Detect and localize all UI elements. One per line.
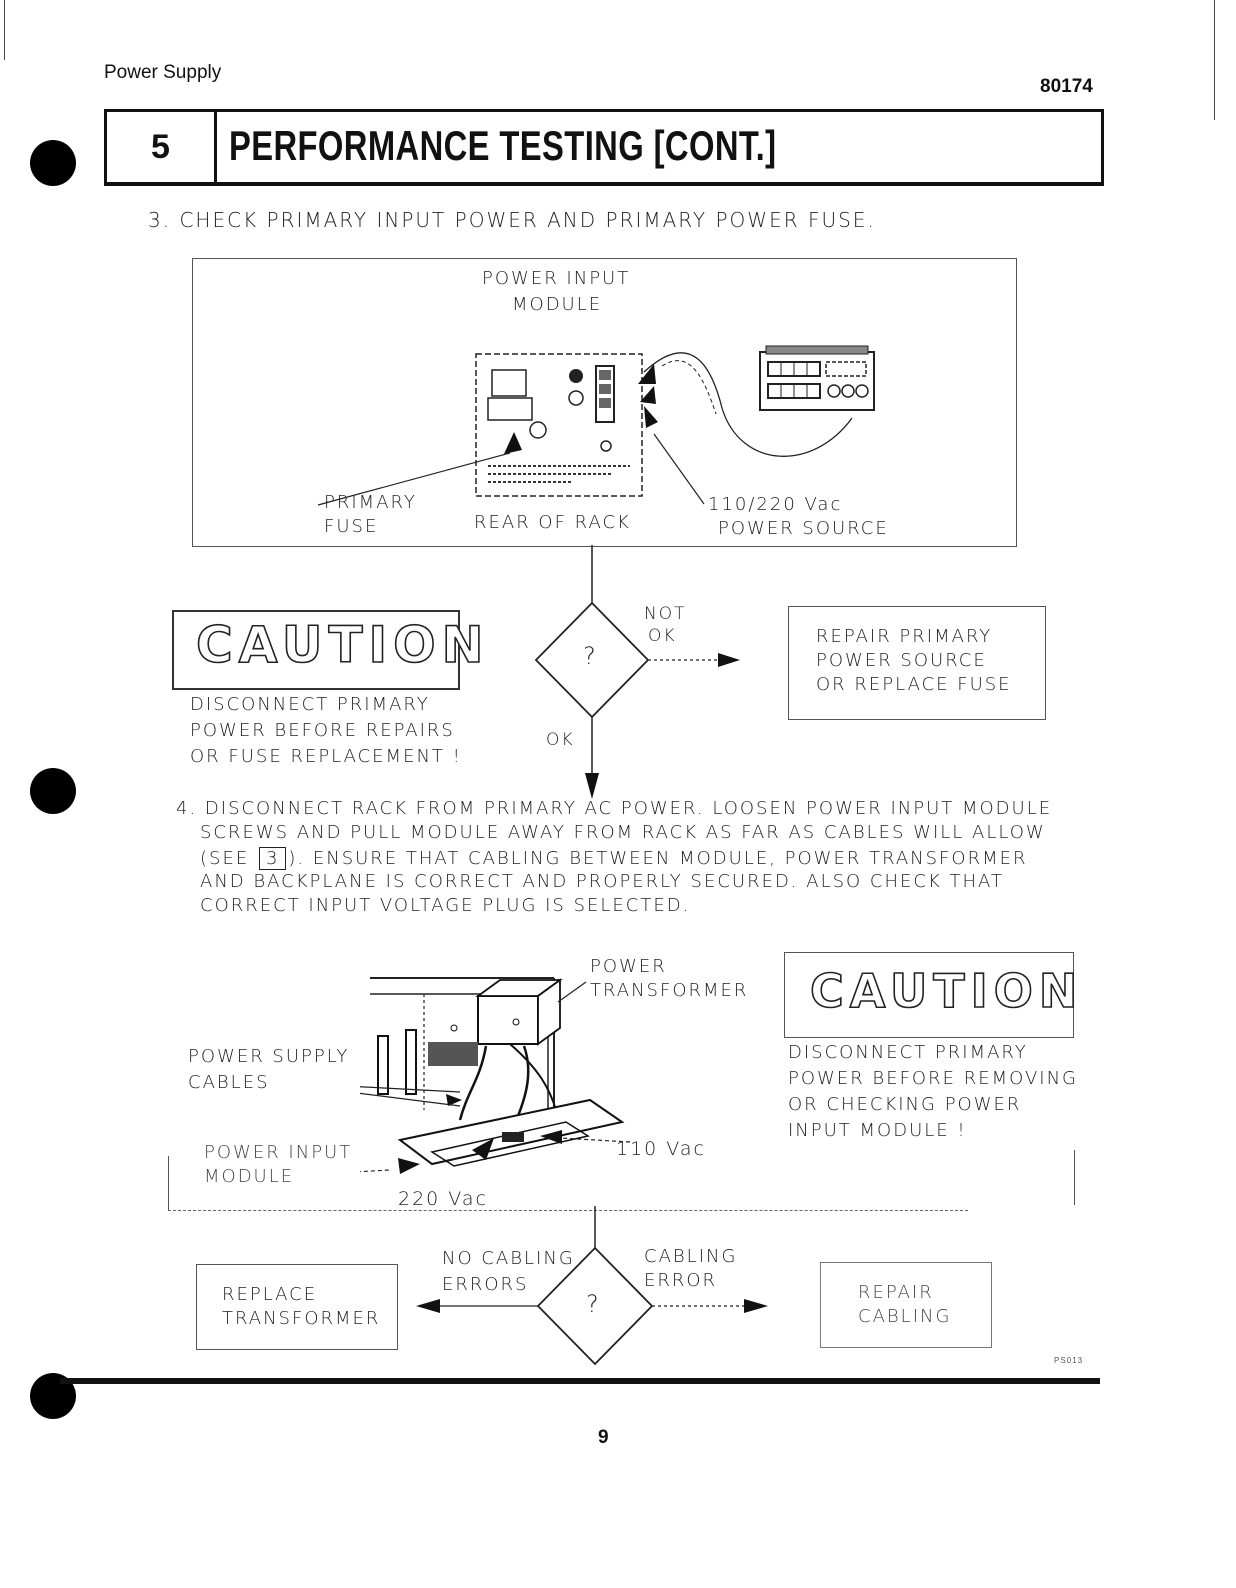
page-number: 9 [598,1427,609,1448]
flowchart-2 [416,1206,768,1366]
caution-1-line2: POWER BEFORE REPAIRS [190,720,455,741]
page-edge-right [1214,0,1215,120]
flowchart-1 [534,545,740,799]
replace-transformer-line1: REPLACE [222,1284,318,1305]
replace-transformer-box [196,1264,398,1350]
repair-cabling-box [820,1262,992,1348]
cables-label-line2: CABLES [188,1072,270,1093]
module-label-line2: MODULE [512,294,603,315]
step-4-line4: AND BACKPLANE IS CORRECT AND PROPERLY SE… [200,871,1004,892]
110-vac-label: 110 Vac [616,1138,706,1160]
repair-cabling-line2: CABLING [858,1306,952,1327]
binder-hole-top [30,140,76,186]
diagram-2-frame-bottom [168,1210,968,1212]
step-4-line3-start: (SEE [200,848,250,869]
caution-2-line3: OR CHECKING POWER [788,1094,1022,1115]
section-heading: PERFORMANCE TESTING [CONT.] [229,122,777,169]
no-errors-label-line1: NO CABLING [442,1248,575,1269]
transformer-label-line1: POWER [590,956,667,977]
section-banner: 5 PERFORMANCE TESTING [CONT.] [104,109,1104,185]
decision-mark: ? [583,642,598,670]
power-input-diagram [192,258,1017,547]
caution-heading-1: CAUTION [195,615,490,675]
step-4-line3: (SEE 3). ENSURE THAT CABLING BETWEEN MOD… [200,847,1028,870]
banner-rule [104,182,1104,186]
document-number: 80174 [1040,76,1093,97]
step-4-line5: CORRECT INPUT VOLTAGE PLUG IS SELECTED. [200,895,691,916]
caution-heading-2: CAUTION [809,963,1084,1019]
ok-label: OK [546,730,575,750]
caution-2-line1: DISCONNECT PRIMARY [788,1042,1028,1063]
caution-2-line4: INPUT MODULE ! [788,1120,967,1141]
step-4-line2: SCREWS AND PULL MODULE AWAY FROM RACK AS… [200,822,1046,843]
figure-reference[interactable]: 3 [258,847,287,870]
caution-1-line3: OR FUSE REPLACEMENT ! [190,746,462,767]
caution-panel-2 [784,952,1074,1038]
source-label-line1: 110/220 Vac [708,494,843,515]
fuse-label-line2: FUSE [324,516,379,537]
replace-transformer-line2: TRANSFORMER [222,1308,381,1329]
section-title: Power Supply [104,62,222,83]
error-label-line2: ERROR [644,1270,718,1291]
caution-2-line2: POWER BEFORE REMOVING [788,1068,1079,1089]
not-ok-label-line2: OK [648,626,677,646]
repair-source-line1: REPAIR PRIMARY [816,626,993,647]
decision-diamond-2 [536,1246,654,1366]
figure-code: PS013 [1054,1356,1084,1365]
transformer-illustration [360,977,631,1174]
diagram-2-frame-right [1074,1150,1075,1205]
cables-label-line1: POWER SUPPLY [188,1046,350,1067]
page-edge-left [4,0,5,60]
no-errors-label-line2: ERRORS [442,1274,529,1295]
transformer-label-line2: TRANSFORMER [590,980,749,1001]
diagram-2-frame-left [168,1156,169,1210]
input-module-label-line1: POWER INPUT [204,1142,353,1163]
step-4-line1: 4. DISCONNECT RACK FROM PRIMARY AC POWER… [176,798,1053,819]
footer-rule [60,1378,1100,1384]
repair-source-line2: POWER SOURCE [816,650,987,671]
rear-of-rack-label: REAR OF RACK [474,512,631,533]
not-ok-label-line1: NOT [644,604,687,624]
step-3-text: 3. CHECK PRIMARY INPUT POWER AND PRIMARY… [148,208,876,232]
step-4-line3-end: ). ENSURE THAT CABLING BETWEEN MODULE, P… [288,848,1028,869]
decision-mark-2: ? [586,1290,601,1318]
fuse-label-line1: PRIMARY [324,492,417,513]
binder-hole-middle [30,768,76,814]
section-number: 5 [107,112,217,182]
220-vac-label: 220 Vac [398,1188,488,1210]
caution-panel-1 [172,610,460,690]
module-label-line1: POWER INPUT [482,268,631,289]
source-label-line2: POWER SOURCE [718,518,889,539]
repair-source-box [788,606,1046,720]
input-module-label-line2: MODULE [204,1166,295,1187]
repair-cabling-line1: REPAIR [858,1282,934,1303]
caution-1-line1: DISCONNECT PRIMARY [190,694,430,715]
power-input-illustration [317,345,875,506]
repair-source-line3: OR REPLACE FUSE [816,674,1012,695]
error-label-line1: CABLING [644,1246,738,1267]
